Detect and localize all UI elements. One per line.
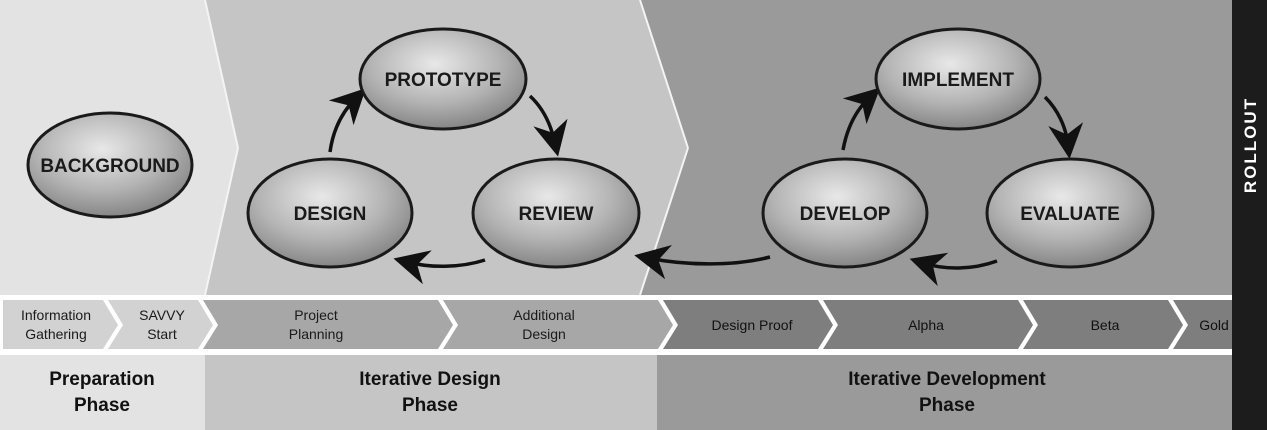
iterative-development-phase-label: Iterative Development [848,369,1046,390]
stage-label: Information [21,307,91,323]
review-node-label: REVIEW [519,204,594,225]
preparation-phase-label: Preparation [49,369,155,390]
evaluate-node: EVALUATE [985,157,1155,269]
stage-chevron [108,300,213,349]
stage-label: Design Proof [712,317,793,333]
review-node: REVIEW [471,157,641,269]
development-phase-footer [657,355,1232,430]
stage-label: Additional [513,307,575,323]
develop-node: DEVELOP [761,157,929,269]
cycle-arrow [393,250,486,285]
stage-label: Alpha [908,317,944,333]
phase-divider [204,147,239,296]
cycle-arrow [1043,95,1084,159]
stage-chevron [823,300,1033,349]
cycle-arrow [528,94,568,157]
stage-chevron [1023,300,1183,349]
stage-label: SAVVY [139,307,185,323]
stage-label: Planning [289,326,344,342]
stage-label: Gathering [25,326,86,342]
design-node-label: DESIGN [294,204,367,225]
implement-node-label: IMPLEMENT [902,70,1014,91]
phase-divider [639,0,689,149]
rollout-label: ROLLOUT [1241,97,1260,193]
stage-chevron [663,300,833,349]
evaluate-node-label: EVALUATE [1020,204,1120,225]
iterative-design-phase-label: Iterative Design [359,369,501,390]
design-phase-footer [205,355,657,430]
stage-label: Design [522,326,566,342]
phase-divider [204,0,239,149]
design-node: DESIGN [246,157,414,269]
stage-chevron [3,300,118,349]
preparation-phase-footer [0,355,205,430]
cycle-arrow [328,88,366,153]
stage-chevron [443,300,673,349]
background-node-label: BACKGROUND [40,156,179,177]
background-node: BACKGROUND [26,111,194,219]
cycle-arrow [841,87,881,151]
preparation-phase-label: Phase [74,395,130,416]
stage-label: Gold [1199,317,1229,333]
implement-node: IMPLEMENT [874,27,1042,131]
stage-label: Beta [1091,317,1120,333]
stage-label: Start [147,326,177,342]
stage-chevron [1173,300,1232,349]
stage-label: Project [294,307,338,323]
prototype-node: PROTOTYPE [358,27,528,131]
iterative-development-phase-label: Phase [919,395,975,416]
stage-chevron [203,300,453,349]
iterative-design-phase-label: Phase [402,395,458,416]
develop-node-label: DEVELOP [800,204,891,225]
rollout-column [1232,0,1267,430]
cycle-arrow [909,252,998,287]
prototype-node-label: PROTOTYPE [385,70,502,91]
connector-arrow [634,244,771,280]
